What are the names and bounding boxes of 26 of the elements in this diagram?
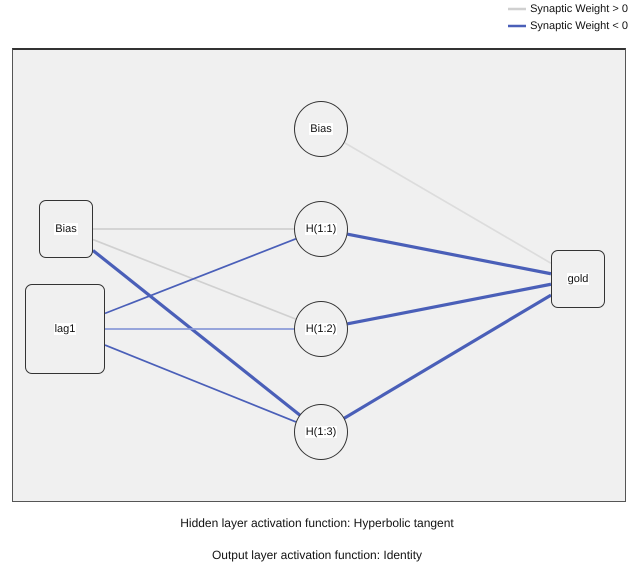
- node-label: lag1: [54, 323, 76, 335]
- neuron-box: [25, 284, 105, 374]
- neuron-box: [551, 250, 605, 308]
- connection-line: [344, 142, 552, 264]
- caption-text: Hidden layer activation function: Hyperbolic tangent: [179, 516, 455, 530]
- node-label: Bias: [54, 223, 78, 235]
- neuron-box: [39, 200, 93, 258]
- connection-line: [347, 232, 552, 276]
- neuron-circle: [294, 101, 348, 157]
- connection-line: [347, 282, 552, 326]
- legend-label: Synaptic Weight < 0: [530, 20, 628, 32]
- node-label: H(1:1): [304, 223, 338, 235]
- connection-line: [104, 344, 296, 423]
- legend-label: Synaptic Weight > 0: [530, 3, 628, 15]
- node-label: H(1:3): [304, 426, 338, 438]
- caption-text: Output layer activation function: Identity: [210, 548, 424, 562]
- node-label: gold: [566, 273, 590, 285]
- node-label: H(1:2): [304, 323, 338, 335]
- connection-line: [92, 249, 301, 416]
- neuron-circle: [294, 201, 348, 257]
- connection-line: [93, 228, 294, 230]
- node-label: Bias: [309, 123, 333, 135]
- neuron-circle: [294, 301, 348, 357]
- connection-line: [105, 328, 294, 330]
- neuron-circle: [294, 404, 348, 460]
- connection-line: [343, 294, 552, 420]
